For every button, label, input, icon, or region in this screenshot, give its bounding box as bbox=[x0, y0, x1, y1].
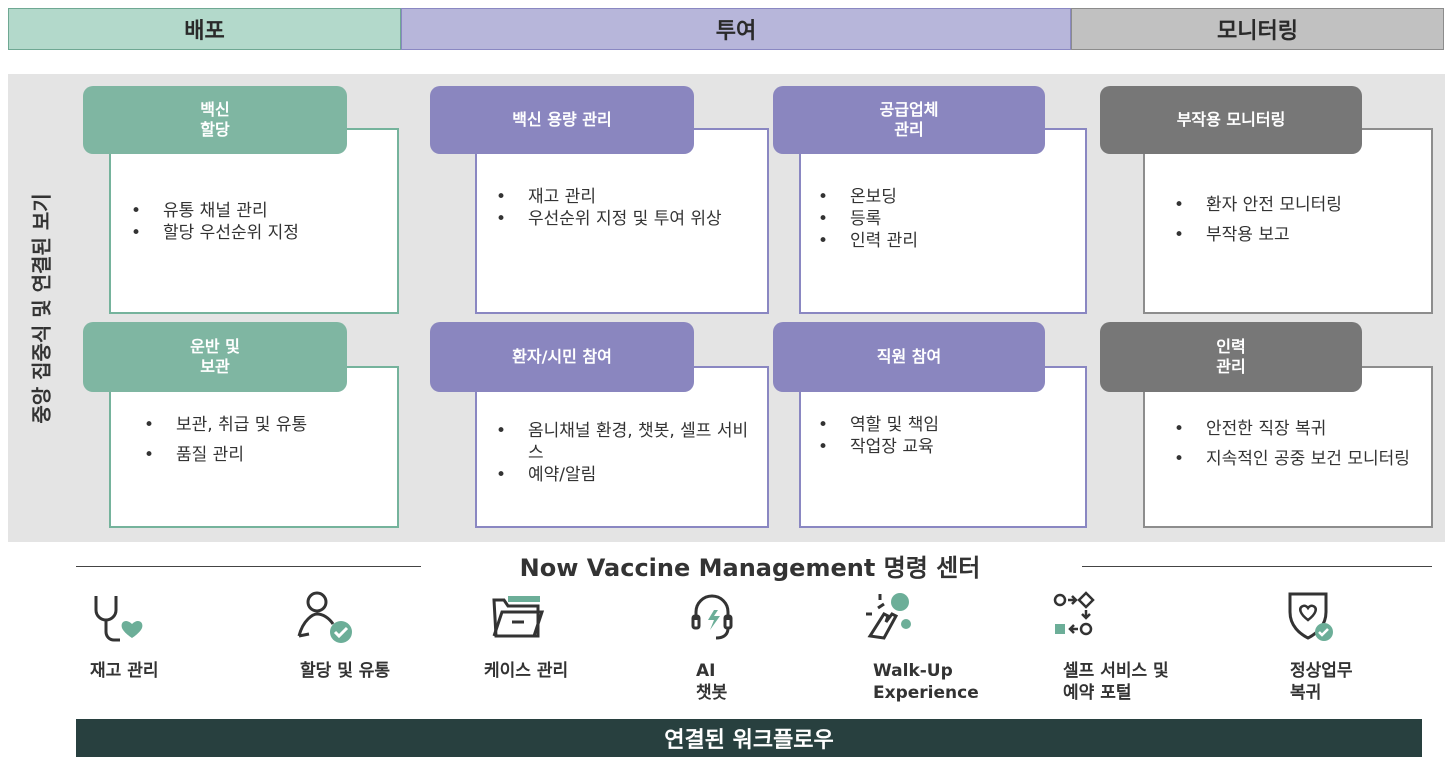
command-center-title: Now Vaccine Management 명령 센터 bbox=[519, 554, 981, 582]
list-item: 안전한 직장 복귀 bbox=[1168, 418, 1428, 440]
list-item: 재고 관리 bbox=[490, 186, 760, 208]
list-item: 옴니채널 환경, 챗봇, 셀프 서비스 bbox=[490, 420, 760, 464]
headset-bolt-icon bbox=[691, 594, 733, 640]
list-item: 품질 관리 bbox=[138, 444, 307, 466]
tool-label: Walk-Up Experience bbox=[873, 661, 979, 703]
tool-label: 할당 및 유통 bbox=[300, 661, 391, 681]
divider bbox=[1082, 566, 1432, 567]
list-item: 할당 우선순위 지정 bbox=[125, 222, 299, 244]
list-item: 환자 안전 모니터링 bbox=[1168, 194, 1342, 216]
card-title: 공급업체 관리 bbox=[773, 86, 1045, 154]
divider bbox=[76, 566, 421, 567]
card-title: 환자/시민 참여 bbox=[430, 322, 694, 392]
list-item: 역할 및 책임 bbox=[812, 414, 939, 436]
tool-label: 재고 관리 bbox=[90, 661, 159, 681]
card-title: 백신 할당 bbox=[83, 86, 347, 154]
list-item: 등록 bbox=[812, 208, 918, 230]
card-title: 운반 및 보관 bbox=[83, 322, 347, 392]
phase-administer: 투여 bbox=[401, 8, 1071, 50]
hand-click-icon bbox=[866, 593, 911, 640]
phase-deploy: 배포 bbox=[8, 8, 401, 50]
card-title: 백신 용량 관리 bbox=[430, 86, 694, 154]
phase-monitor: 모니터링 bbox=[1071, 8, 1444, 50]
tool-label: 셀프 서비스 및 예약 포털 bbox=[1063, 661, 1169, 703]
tool-label: 정상업무 복귀 bbox=[1290, 661, 1353, 703]
folder-icon bbox=[492, 596, 545, 638]
list-item: 우선순위 지정 및 투여 위상 bbox=[490, 208, 760, 230]
list-item: 예약/알림 bbox=[490, 464, 760, 486]
list-item: 유통 채널 관리 bbox=[125, 200, 299, 222]
connected-workflows-bar: 연결된 워크플로우 bbox=[76, 719, 1422, 757]
shield-heart-icon bbox=[1288, 592, 1333, 641]
list-item: 부작용 보고 bbox=[1168, 224, 1342, 246]
list-item: 보관, 취급 및 유통 bbox=[138, 414, 307, 436]
card-title: 부작용 모니터링 bbox=[1100, 86, 1362, 154]
list-item: 작업장 교육 bbox=[812, 436, 939, 458]
tool-label: AI 챗봇 bbox=[696, 661, 728, 703]
tool-label: 케이스 관리 bbox=[484, 661, 569, 681]
list-item: 온보딩 bbox=[812, 186, 918, 208]
side-label: 중앙 집중식 및 연결된 보기 bbox=[29, 192, 54, 424]
card-title: 인력 관리 bbox=[1100, 322, 1362, 392]
stethoscope-heart-icon bbox=[94, 596, 143, 642]
card-title: 직원 참여 bbox=[773, 322, 1045, 392]
flow-icon bbox=[1053, 591, 1095, 636]
user-check-icon bbox=[297, 591, 352, 643]
list-item: 지속적인 공중 보건 모니터링 bbox=[1168, 448, 1428, 470]
list-item: 인력 관리 bbox=[812, 230, 918, 252]
